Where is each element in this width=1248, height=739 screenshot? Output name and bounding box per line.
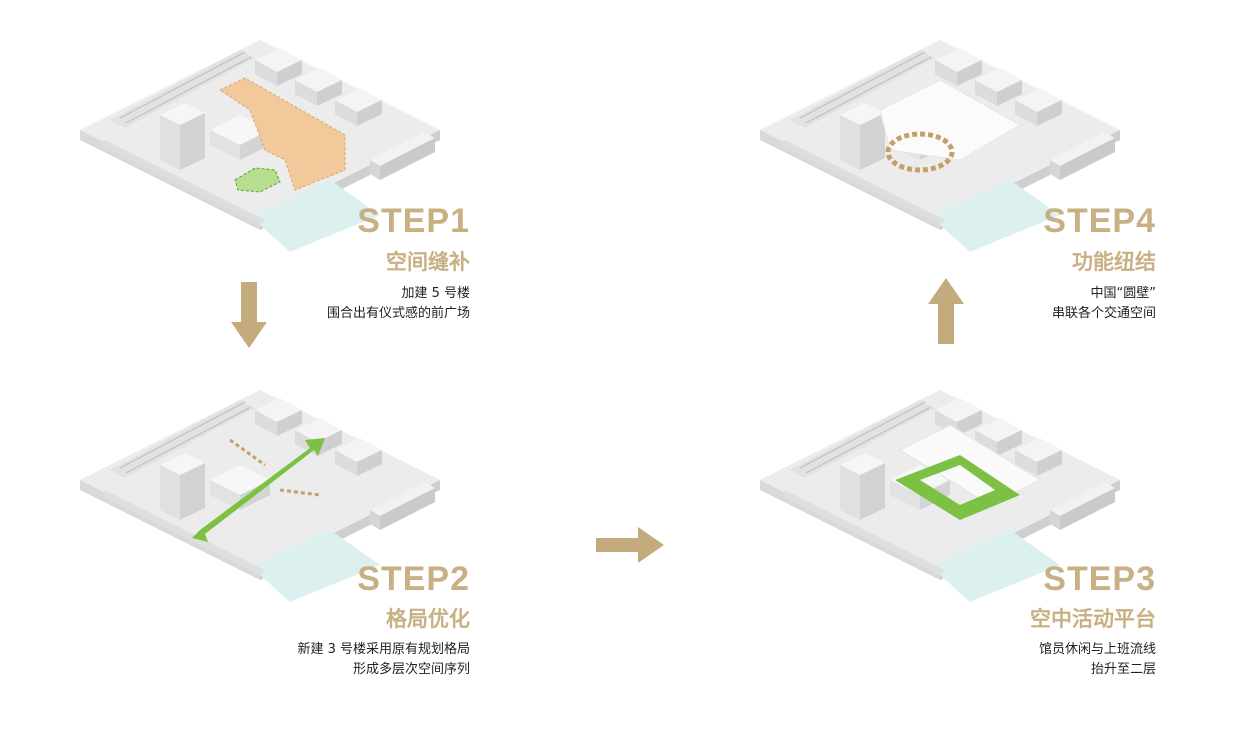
green-space-highlight	[234, 167, 281, 193]
step4-desc-line2: 串联各个交通空间	[1051, 306, 1156, 321]
step1-desc-line1: 加建 5 号楼	[401, 286, 470, 301]
axis-green-arrow	[192, 438, 325, 542]
step3-subtitle: 空中活动平台	[1030, 607, 1156, 631]
step3-desc: 馆员休闲与上班流线 抬升至二层	[1039, 640, 1156, 680]
step3-title: STEP3	[1043, 560, 1156, 598]
arrow-up-icon	[928, 278, 964, 344]
step1-subtitle: 空间缝补	[386, 250, 470, 274]
step1-model	[80, 39, 441, 253]
step3-desc-line2: 抬升至二层	[1090, 662, 1156, 677]
arrow-right-icon	[596, 527, 664, 563]
step2-desc: 新建 3 号楼采用原有规划格局 形成多层次空间序列	[297, 640, 470, 680]
step1-title: STEP1	[357, 202, 470, 240]
step4-desc-line1: 中国“圆壁”	[1090, 286, 1156, 301]
step1-desc: 加建 5 号楼 围合出有仪式感的前广场	[327, 284, 470, 324]
step3-desc-line1: 馆员休闲与上班流线	[1038, 642, 1156, 657]
step2-title: STEP2	[357, 560, 470, 598]
step2-subtitle: 格局优化	[386, 607, 470, 631]
dashed-path-1	[229, 438, 266, 467]
step4-desc: 中国“圆壁” 串联各个交通空间	[1052, 284, 1156, 324]
arrow-down-icon	[231, 282, 267, 348]
step2-desc-line2: 形成多层次空间序列	[352, 662, 470, 677]
step2-desc-line1: 新建 3 号楼采用原有规划格局	[297, 642, 470, 657]
step2-model	[80, 389, 441, 603]
step4-title: STEP4	[1043, 202, 1156, 240]
courtyard-building	[879, 79, 1022, 161]
new-building-5-highlight	[218, 77, 346, 191]
step4-subtitle: 功能纽结	[1072, 250, 1156, 274]
step1-desc-line2: 围合出有仪式感的前广场	[326, 306, 470, 321]
round-wall-ring	[885, 131, 955, 173]
step4-model	[760, 39, 1121, 253]
sky-platform-green	[895, 455, 1020, 520]
step3-model	[760, 389, 1121, 603]
